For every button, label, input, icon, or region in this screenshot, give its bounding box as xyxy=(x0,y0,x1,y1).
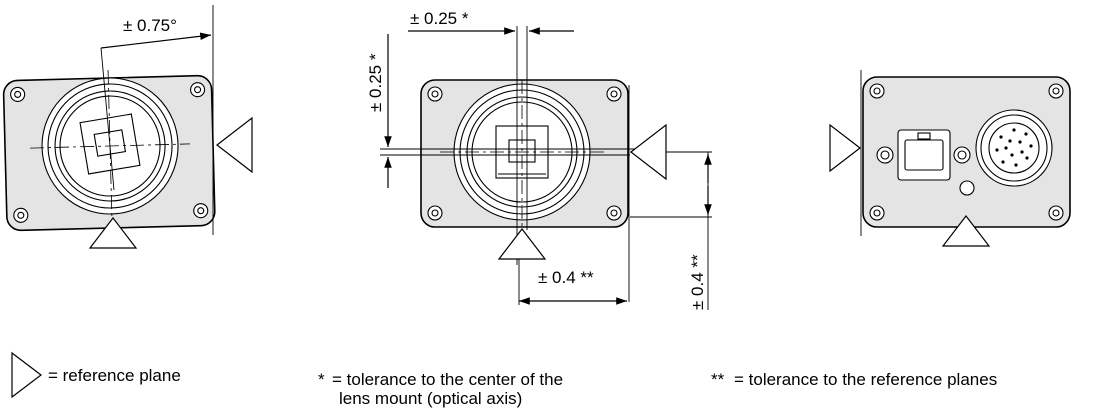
left-reference-triangle-bottom xyxy=(88,217,138,249)
middle-y-center-tolerance-label: ± 0.25 * xyxy=(366,53,385,112)
legend: = reference plane * = tolerance to the c… xyxy=(11,351,997,408)
left-camera-view: ± 0.75° xyxy=(2,5,253,249)
legend-double-star-text: = tolerance to the reference planes xyxy=(734,370,997,389)
usb-connector xyxy=(876,129,971,181)
middle-x-center-tolerance-label: ± 0.25 * xyxy=(410,9,469,28)
right-reference-triangle-left xyxy=(829,123,861,173)
left-reference-triangle-right xyxy=(216,116,253,174)
legend-double-star-symbol: ** xyxy=(711,370,725,389)
left-angle-dimension-line xyxy=(100,32,212,49)
legend-reference-plane: = reference plane xyxy=(11,351,181,399)
left-angle-tolerance-label: ± 0.75° xyxy=(123,16,177,35)
middle-camera-view: ± 0.25 * ± 0.25 * ± 0.4 ** ± 0.4 ** xyxy=(366,9,712,310)
left-tilted-axis-line xyxy=(100,47,115,191)
left-corner-screws xyxy=(10,82,209,223)
legend-star-symbol: * xyxy=(318,370,325,389)
status-led xyxy=(959,180,975,196)
legend-star-text-line2: lens mount (optical axis) xyxy=(339,389,522,408)
legend-reference-plane-text: = reference plane xyxy=(48,366,181,385)
legend-double-star: ** = tolerance to the reference planes xyxy=(711,370,997,389)
middle-reference-triangle-right xyxy=(630,123,667,181)
right-reference-triangle-bottom xyxy=(941,215,991,247)
round-io-connector xyxy=(975,109,1053,187)
middle-reference-triangle-bottom xyxy=(497,228,547,260)
right-camera-view xyxy=(829,70,1071,247)
legend-star: * = tolerance to the center of the lens … xyxy=(318,370,563,408)
legend-reference-plane-icon xyxy=(11,351,42,399)
right-corner-screws xyxy=(869,83,1064,221)
middle-corner-screws xyxy=(427,86,622,221)
middle-x-ref-tolerance-label: ± 0.4 ** xyxy=(538,268,594,287)
legend-star-text-line1: = tolerance to the center of the xyxy=(332,370,563,389)
middle-y-ref-tolerance-label: ± 0.4 ** xyxy=(688,254,707,310)
